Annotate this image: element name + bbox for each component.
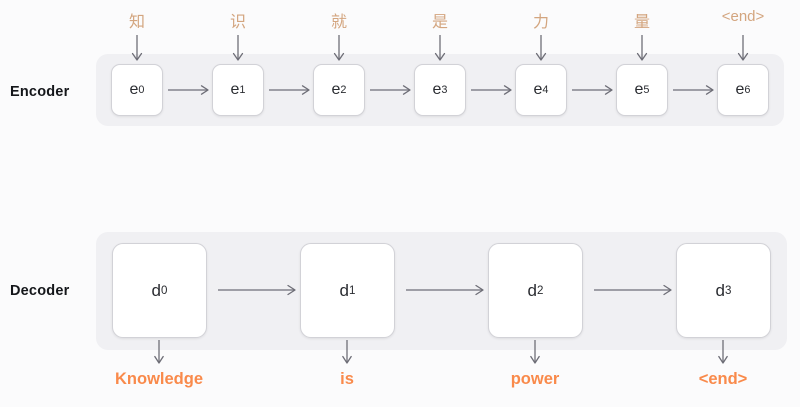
output-token-0: Knowledge	[114, 370, 204, 388]
encoder-cell-5-sub: 5	[643, 84, 650, 96]
encoder-cell-6-sub: 6	[744, 84, 751, 96]
encoder-cell-3-base: e	[432, 81, 442, 98]
decoder-cell-1-sub: 1	[349, 284, 356, 297]
encoder-cell-1-sub: 1	[239, 84, 246, 96]
decoder-cell-2-sub: 2	[537, 284, 544, 297]
decoder-cell-1-base: d	[339, 280, 350, 300]
encoder-cell-4-sub: 4	[542, 84, 549, 96]
source-token-1: 识	[229, 14, 247, 31]
encoder-cell-0-sub: 0	[138, 84, 145, 96]
encoder-cell-5-base: e	[634, 81, 644, 98]
encoder-cell-2-sub: 2	[340, 84, 347, 96]
decoder-cell-0-base: d	[151, 280, 162, 300]
source-token-2: 就	[330, 14, 348, 31]
source-token-5: 量	[633, 14, 651, 31]
source-token-4: 力	[532, 14, 550, 31]
encoder-cell-2-base: e	[331, 81, 341, 98]
decoder-row-label: Decoder	[10, 283, 70, 299]
output-token-1: is	[340, 370, 354, 388]
decoder-cell-2-base: d	[527, 280, 538, 300]
encoder-cell-3-sub: 3	[441, 84, 448, 96]
decoder-cell-0-sub: 0	[161, 284, 168, 297]
encoder-cell-6-base: e	[735, 81, 745, 98]
source-token-6: <end>	[721, 8, 765, 25]
encoder-cell-0-base: e	[129, 81, 139, 98]
output-token-3: <end>	[698, 370, 748, 388]
decoder-cell-3-sub: 3	[725, 284, 732, 297]
encoder-cell-1-base: e	[230, 81, 240, 98]
decoder-band	[96, 232, 787, 350]
output-token-2: power	[510, 370, 560, 388]
decoder-cell-3-base: d	[715, 280, 726, 300]
encoder-cell-4-base: e	[533, 81, 543, 98]
source-token-0: 知	[128, 14, 146, 31]
encoder-row-label: Encoder	[10, 84, 70, 100]
source-token-3: 是	[431, 14, 449, 31]
